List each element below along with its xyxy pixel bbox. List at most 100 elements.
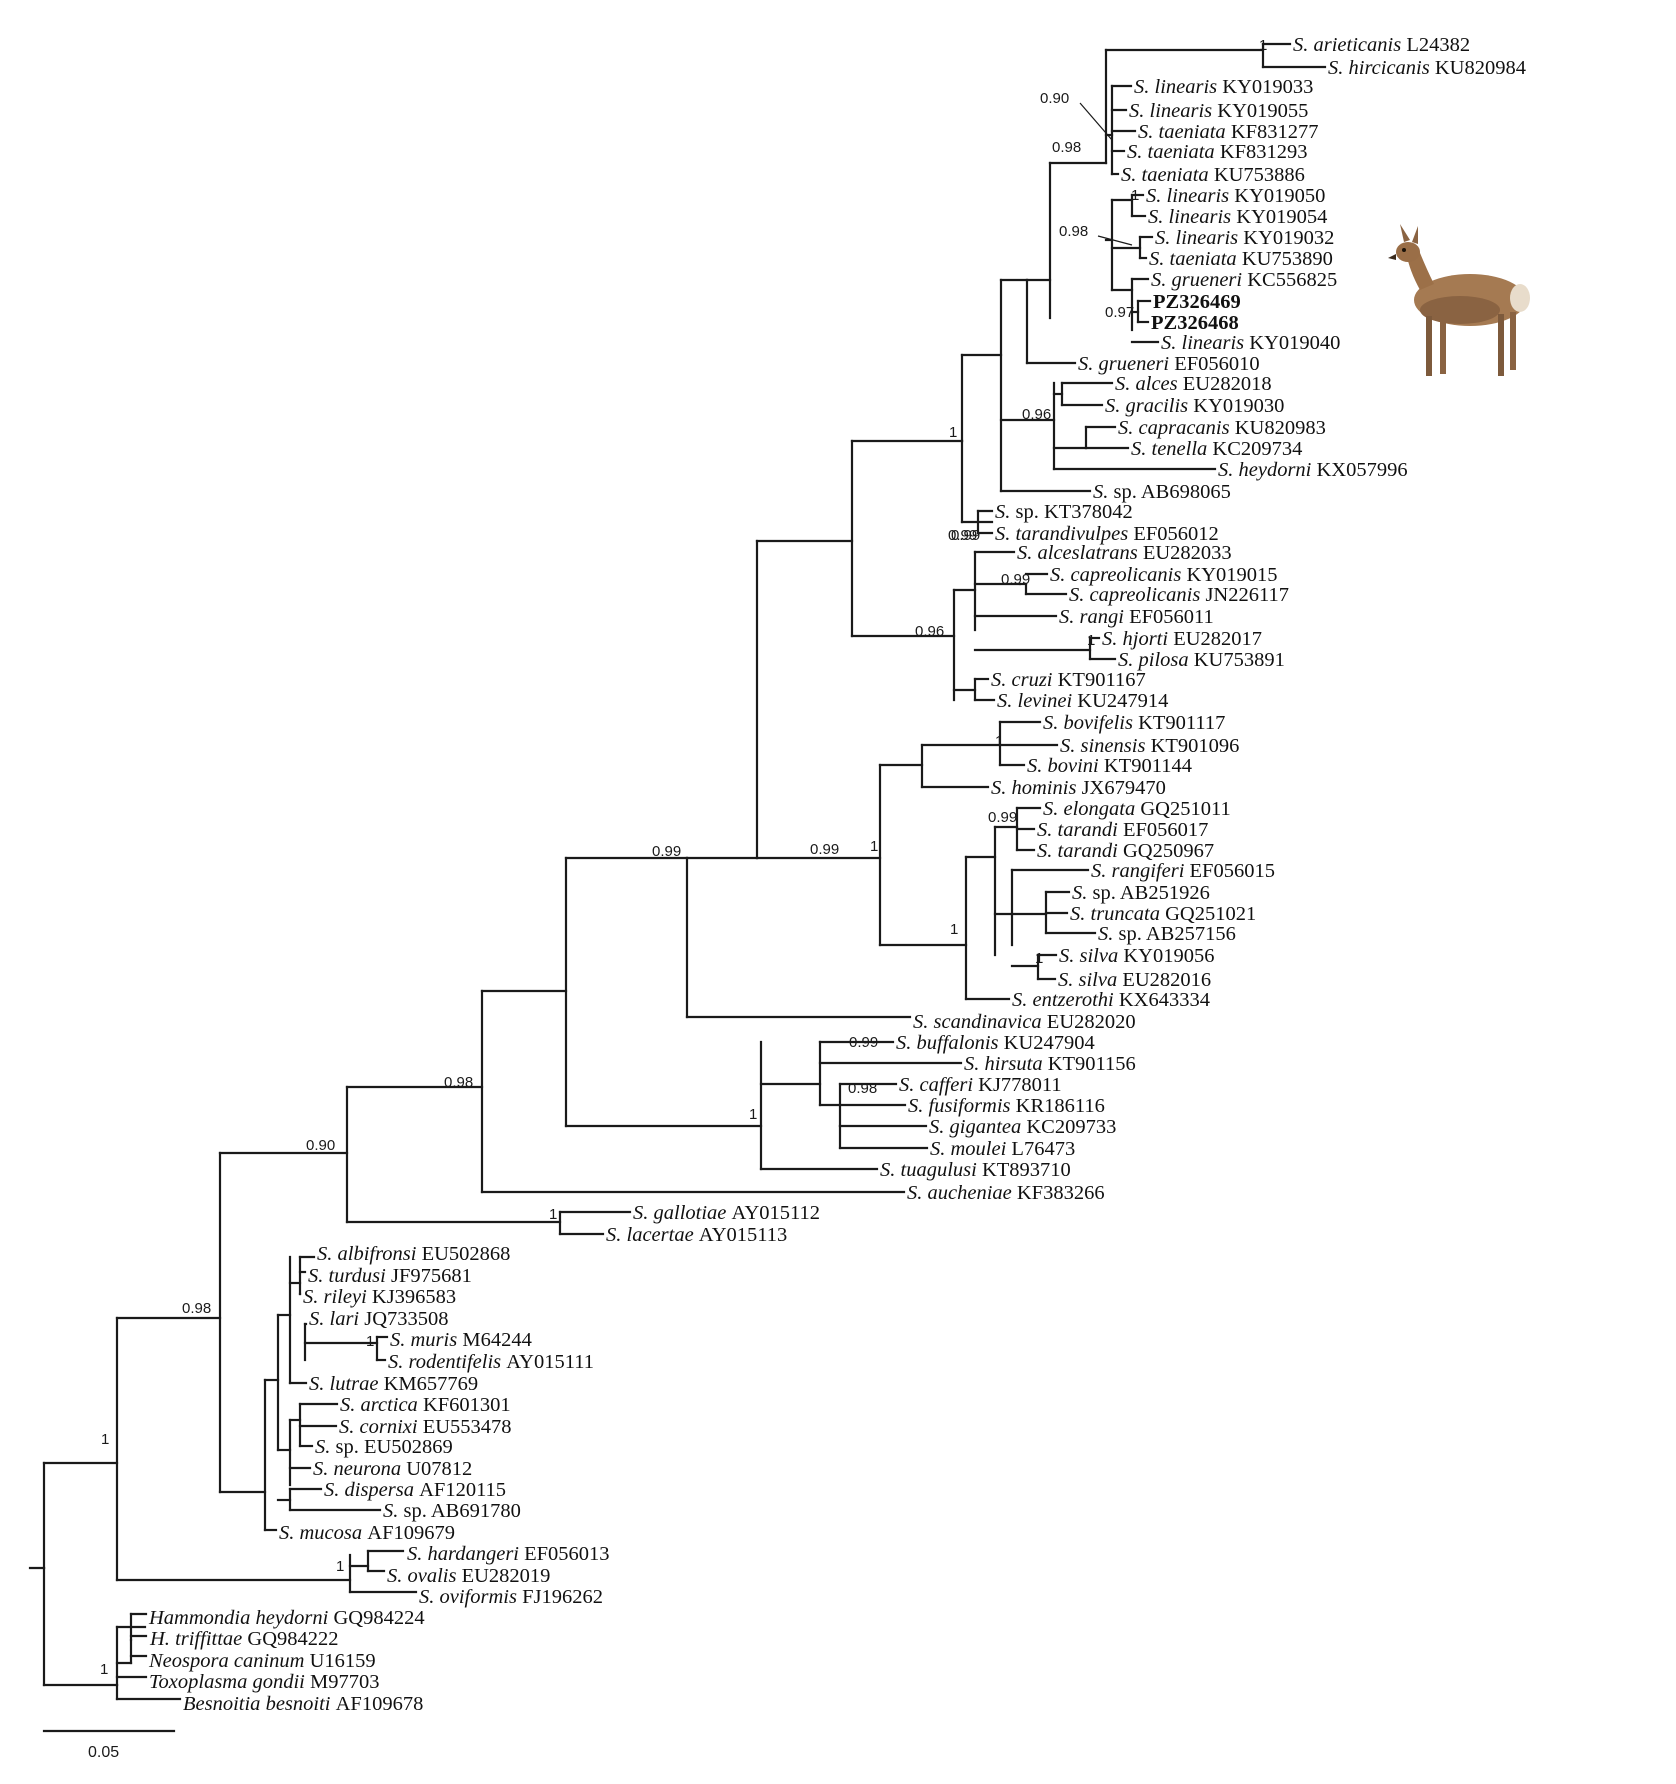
tip-label-mucosa: S. mucosa AF109679 [279,1522,455,1544]
tip-label-hirsuta: S. hirsuta KT901156 [964,1053,1136,1075]
tip-label-scandinavica: S. scandinavica EU282020 [913,1011,1136,1033]
support-value-muris1: 1 [366,1333,374,1350]
tip-label-bovini: S. bovini KT901144 [1027,755,1192,777]
tip-label-gigantea: S. gigantea KC209733 [929,1116,1116,1138]
tip-label-truncata: S. truncata GQ251021 [1070,903,1256,925]
tip-label-pilosa: S. pilosa KU753891 [1118,649,1285,671]
tip-label-lin055: S. linearis KY019055 [1129,100,1308,122]
tip-label-htriffittae: H. triffittae GQ984222 [149,1628,339,1650]
support-value-tar1: 1 [950,921,958,938]
tip-label-dispersa: S. dispersa AF120115 [324,1479,506,1501]
support-value-1a: 1 [949,424,957,441]
tip-label-neurona: S. neurona U07812 [313,1458,472,1480]
tip-label-pz469: PZ326469 [1153,291,1241,313]
tip-label-rangi: S. rangi EF056011 [1059,606,1214,628]
support-value-096a: 0.96 [1022,406,1051,423]
tip-label-capreo117: S. capreolicanis JN226117 [1069,584,1289,606]
support-value-silva1: 1 [1035,950,1043,967]
tip-label-lari: S. lari JQ733508 [309,1308,449,1330]
tip-label-lin054: S. linearis KY019054 [1148,206,1327,228]
tip-label-lin050: S. linearis KY019050 [1146,185,1325,207]
roe-deer-illustration [1388,224,1530,376]
tip-label-muris: S. muris M64244 [390,1329,532,1351]
tip-label-toxoplasma: Toxoplasma gondii M97703 [149,1671,380,1693]
tip-label-sinensis: S. sinensis KT901096 [1060,735,1239,757]
support-pointer-line [1097,235,1133,246]
tip-label-ovalis: S. ovalis EU282019 [387,1565,550,1587]
tip-label-rangiferi: S. rangiferi EF056015 [1091,860,1275,882]
tip-label-hominis: S. hominis JX679470 [991,777,1166,799]
support-value-099a: 0.99 [951,527,980,544]
tip-label-sp156: S. sp. AB257156 [1098,923,1236,945]
tip-label-tenella: S. tenella KC209734 [1131,438,1302,460]
tip-label-rileyi: S. rileyi KJ396583 [303,1286,456,1308]
support-value-098e: 0.98 [182,1300,211,1317]
tip-label-sp042: S. sp. KT378042 [995,501,1133,523]
support-value-099c: 0.99 [948,527,977,544]
tip-label-lutrae: S. lutrae KM657769 [309,1373,478,1395]
tip-label-elongata: S. elongata GQ251011 [1043,798,1231,820]
tip-label-sp780: S. sp. AB691780 [383,1500,521,1522]
tip-label-tar017: S. tarandi EF056017 [1037,819,1208,841]
tip-label-silva056: S. silva KY019056 [1059,945,1214,967]
tree-branches [28,42,1327,1701]
tip-label-neospora: Neospora caninum U16159 [148,1650,376,1672]
tip-label-lin032: S. linearis KY019032 [1155,227,1334,249]
tip-label-alces: S. alces EU282018 [1115,373,1272,395]
tip-label-bovifelis: S. bovifelis KT901117 [1043,712,1225,734]
tip-label-tae890: S. taeniata KU753890 [1149,248,1333,270]
tip-label-rodentifelis: S. rodentifelis AY015111 [388,1351,594,1373]
tip-label-lacertae: S. lacertae AY015113 [606,1224,787,1246]
support-value-ariet: 1 [1259,37,1267,54]
tip-label-sp926: S. sp. AB251926 [1072,882,1210,904]
support-value-099g: 0.99 [849,1034,878,1051]
support-value-buf1: 1 [749,1106,757,1123]
support-pointer-line [1079,102,1113,141]
support-value-098a: 0.98 [1052,139,1081,156]
tip-label-lin040: S. linearis KY019040 [1161,332,1340,354]
tip-label-cafferi: S. cafferi KJ778011 [899,1074,1062,1096]
support-value-bigone: 1 [870,838,878,855]
tip-label-cornixi: S. cornixi EU553478 [339,1416,512,1438]
support-values: 10.900.9810.980.970.9610.990.990.9910.96… [100,37,1267,1678]
tip-label-albifronsi: S. albifronsi EU502868 [317,1243,510,1265]
tip-label-tar967: S. tarandi GQ250967 [1037,840,1214,862]
tip-label-arctica: S. arctica KF601301 [340,1394,511,1416]
tip-label-silva016: S. silva EU282016 [1058,969,1211,991]
support-value-090a: 0.90 [1040,90,1069,107]
support-value-bov1: 1 [995,733,1003,750]
tip-label-moulei: S. moulei L76473 [930,1138,1075,1160]
tip-label-sp869: S. sp. EU502869 [315,1436,453,1458]
tip-label-aucheniae: S. aucheniae KF383266 [907,1182,1105,1204]
tip-label-hircicanis: S. hircicanis KU820984 [1328,57,1526,79]
tip-label-capracanis: S. capracanis KU820983 [1118,417,1326,439]
support-value-lin1: 1 [1131,187,1139,204]
support-value-098c: 0.98 [444,1074,473,1091]
tip-label-cruzi: S. cruzi KT901167 [991,669,1146,691]
tip-label-levinei: S. levinei KU247914 [997,690,1168,712]
support-value-gall1: 1 [549,1206,557,1223]
tip-label-lin033: S. linearis KY019033 [1134,76,1313,98]
support-value-hjorti: 1 [1087,632,1095,649]
tip-label-tae886: S. taeniata KU753886 [1121,164,1305,186]
tip-label-sp065: S. sp. AB698065 [1093,481,1231,503]
tip-label-tarandivulpes: S. tarandivulpes EF056012 [995,523,1219,545]
support-value-toxo1: 1 [100,1661,108,1678]
tip-label-tae293: S. taeniata KF831293 [1127,141,1308,163]
tip-label-heydorni: S. heydorni KX057996 [1218,459,1408,481]
support-value-098d: 0.98 [848,1080,877,1097]
tip-label-fusiformis: S. fusiformis KR186116 [908,1095,1105,1117]
support-value-099f: 0.99 [652,843,681,860]
tip-label-turdusi: S. turdusi JF975681 [308,1265,472,1287]
tip-label-capreo015: S. capreolicanis KY019015 [1050,564,1278,586]
tip-label-gru010: S. grueneri EF056010 [1078,353,1260,375]
support-value-090b: 0.90 [306,1137,335,1154]
tip-label-entzerothi: S. entzerothi KX643334 [1012,989,1210,1011]
support-value-096b: 0.96 [915,623,944,640]
tip-label-oviformis: S. oviformis FJ196262 [419,1586,603,1608]
tip-label-gallotiae: S. gallotiae AY015112 [633,1202,820,1224]
scale-bar-label: 0.05 [88,1744,119,1761]
tip-label-besnoitia: Besnoitia besnoiti AF109678 [183,1693,423,1715]
tip-label-buffalonis: S. buffalonis KU247904 [896,1032,1095,1054]
